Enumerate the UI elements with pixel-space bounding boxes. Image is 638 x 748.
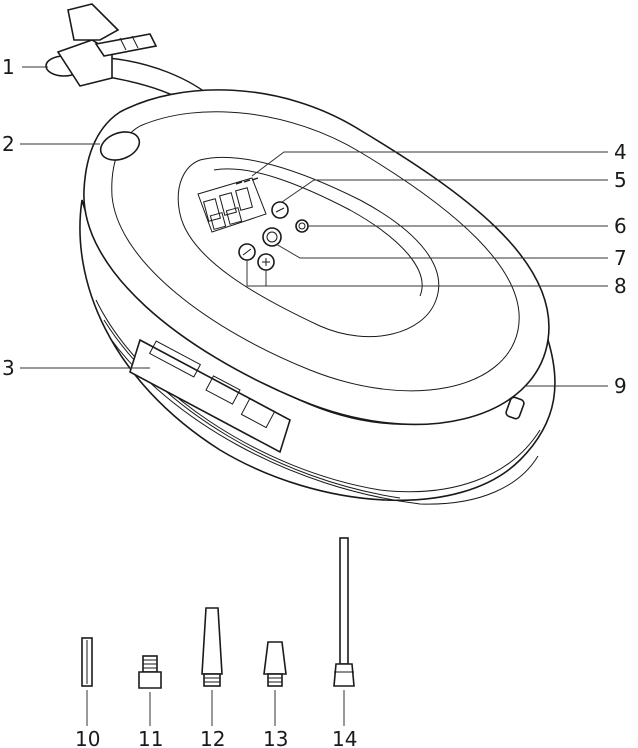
callout-6: 6 — [614, 214, 627, 238]
callout-1: 1 — [2, 55, 15, 79]
minus-button — [239, 244, 255, 260]
callout-5: 5 — [614, 168, 627, 192]
accessory-11-threaded-adapter — [139, 656, 161, 726]
accessory-13-cone-nozzle — [264, 642, 286, 726]
callout-3: 3 — [2, 356, 15, 380]
light-button — [296, 220, 308, 232]
plus-button — [258, 254, 274, 270]
accessories — [82, 538, 354, 726]
callout-11: 11 — [138, 727, 163, 748]
callout-7: 7 — [614, 246, 627, 270]
mode-button — [272, 202, 288, 218]
accessory-10-flat-adapter — [82, 638, 92, 726]
callout-13: 13 — [263, 727, 288, 748]
accessory-12-tapered-nozzle — [202, 608, 222, 726]
callout-8: 8 — [614, 274, 627, 298]
callout-9: 9 — [614, 374, 627, 398]
accessory-14-long-needle — [334, 538, 354, 726]
callout-12: 12 — [200, 727, 225, 748]
callout-10: 10 — [75, 727, 100, 748]
hose-chuck — [46, 4, 156, 86]
callout-14: 14 — [332, 727, 357, 748]
power-button — [263, 228, 281, 246]
compressor-unit — [46, 4, 555, 504]
callout-2: 2 — [2, 132, 15, 156]
callout-4: 4 — [614, 140, 627, 164]
